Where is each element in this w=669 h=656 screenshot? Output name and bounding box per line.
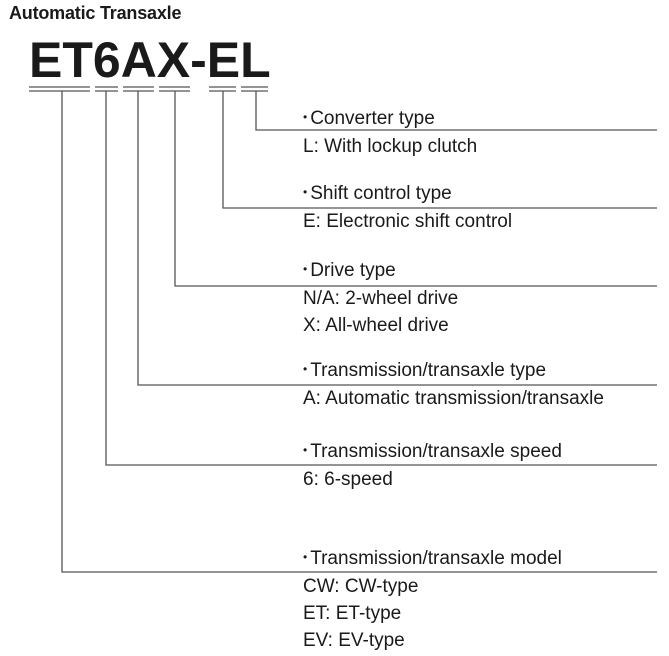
leader-transaxle-type <box>137 91 657 386</box>
bullet-icon: • <box>303 110 308 124</box>
bullet-icon: • <box>303 550 308 564</box>
desc-title: Transmission/transaxle type <box>310 360 547 381</box>
leader-converter-type <box>255 91 657 131</box>
desc-value: L: With lockup clutch <box>303 136 478 157</box>
leader-transaxle-model <box>61 91 657 573</box>
bullet-icon: • <box>303 262 308 276</box>
bullet-icon: • <box>303 185 308 199</box>
desc-title: Transmission/transaxle model <box>310 548 562 569</box>
leader-drive-type <box>174 91 657 287</box>
desc-transaxle-model: •Transmission/transaxle model CW: CW-typ… <box>303 546 562 654</box>
bullet-icon: • <box>303 362 308 376</box>
desc-converter-type: •Converter type L: With lockup clutch <box>303 106 477 160</box>
desc-value: EV: EV-type <box>303 630 405 651</box>
segment-underlines <box>29 86 268 92</box>
desc-value: 6: 6-speed <box>303 469 393 490</box>
desc-title: Drive type <box>310 260 396 281</box>
bullet-icon: • <box>303 443 308 457</box>
desc-transaxle-speed: •Transmission/transaxle speed 6: 6-speed <box>303 439 562 493</box>
desc-value: N/A: 2-wheel drive <box>303 288 459 309</box>
diagram-heading: Automatic Transaxle <box>9 3 182 23</box>
desc-shift-control-type: •Shift control type E: Electronic shift … <box>303 181 512 235</box>
leader-shift-control-type <box>222 91 657 209</box>
desc-value: E: Electronic shift control <box>303 211 513 232</box>
desc-value: A: Automatic transmission/transaxle <box>303 388 604 409</box>
leader-transaxle-speed <box>105 91 657 466</box>
desc-title: Converter type <box>310 108 435 129</box>
desc-transaxle-type: •Transmission/transaxle type A: Automati… <box>303 358 604 412</box>
model-code: ET6AX-EL <box>29 32 271 88</box>
desc-value: CW: CW-type <box>303 576 419 597</box>
desc-drive-type: •Drive type N/A: 2-wheel drive X: All-wh… <box>303 258 458 339</box>
desc-value: X: All-wheel drive <box>303 315 449 336</box>
desc-title: Transmission/transaxle speed <box>310 441 562 462</box>
desc-title: Shift control type <box>310 183 452 204</box>
desc-value: ET: ET-type <box>303 603 402 624</box>
